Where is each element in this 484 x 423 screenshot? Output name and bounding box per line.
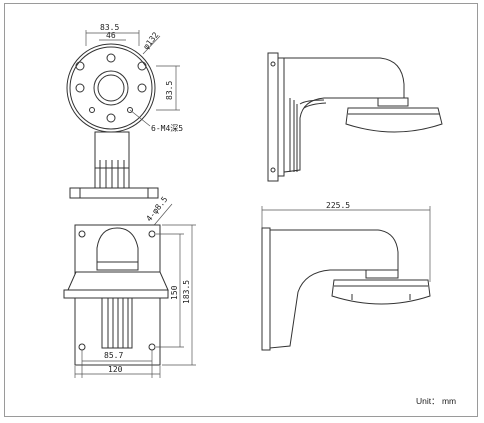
side-mount-base [345,107,443,133]
top-hole [137,61,147,71]
top-hole [137,83,147,93]
front-dim-183-label: 183.5 [182,280,191,304]
side-wall-hole [270,61,276,67]
front-mount-base [67,271,169,291]
top-view: 83.5 46 φ132 83.5 6-M4深5 [66,23,183,199]
side-arm-curve [303,102,327,109]
side-arm-curve [299,99,325,105]
front-arm [101,297,133,349]
drawing-frame [4,3,478,417]
side-view-shaded [267,52,443,182]
top-hole [75,83,85,93]
top-dim-height-label: 83.5 [165,81,174,100]
front-view: 4-φ8.5 150 183.5 85.7 [63,195,196,378]
hole-note-leader [129,109,151,127]
front-dome [96,227,139,271]
front-plate-hole [78,230,86,238]
top-plate-inner [69,46,153,130]
side-view: 225.5 [261,201,431,351]
top-wall-plate [69,187,159,199]
side-plate [261,227,271,351]
side-neck [365,269,399,279]
front-dim-150-label: 150 [170,285,179,300]
front-plate-hole [148,230,156,238]
unit-label: Unit： mm [416,396,456,406]
side-mount-neck [377,97,409,107]
top-diameter-label: φ132 [141,30,160,51]
top-center-bore-outer [93,70,129,106]
top-hole [106,53,116,63]
front-hole-label: 4-φ8.5 [144,195,169,223]
top-hole [106,113,116,123]
side-dim-length-label: 225.5 [326,201,350,210]
front-dim-width-label: 120 [108,365,123,374]
hole-note-label: 6-M4深5 [151,124,183,133]
side-wall-hole [270,167,276,173]
front-mount-rim [63,289,169,299]
front-dim-spacing-label: 85.7 [104,351,123,360]
top-hole [75,61,85,71]
side-arm-body [283,57,405,173]
top-center-bore [97,74,125,102]
side-mount [331,279,431,305]
top-diameter-leader [142,35,161,55]
side-arm [269,229,399,349]
top-dim-inner-label: 46 [106,31,116,40]
top-hole-small [127,107,133,113]
top-hole-small [89,107,95,113]
side-wall-plate [267,52,279,182]
top-dim-width-label: 83.5 [100,23,119,32]
side-wall-plate-back [277,57,285,177]
top-plate-outer [66,43,156,133]
